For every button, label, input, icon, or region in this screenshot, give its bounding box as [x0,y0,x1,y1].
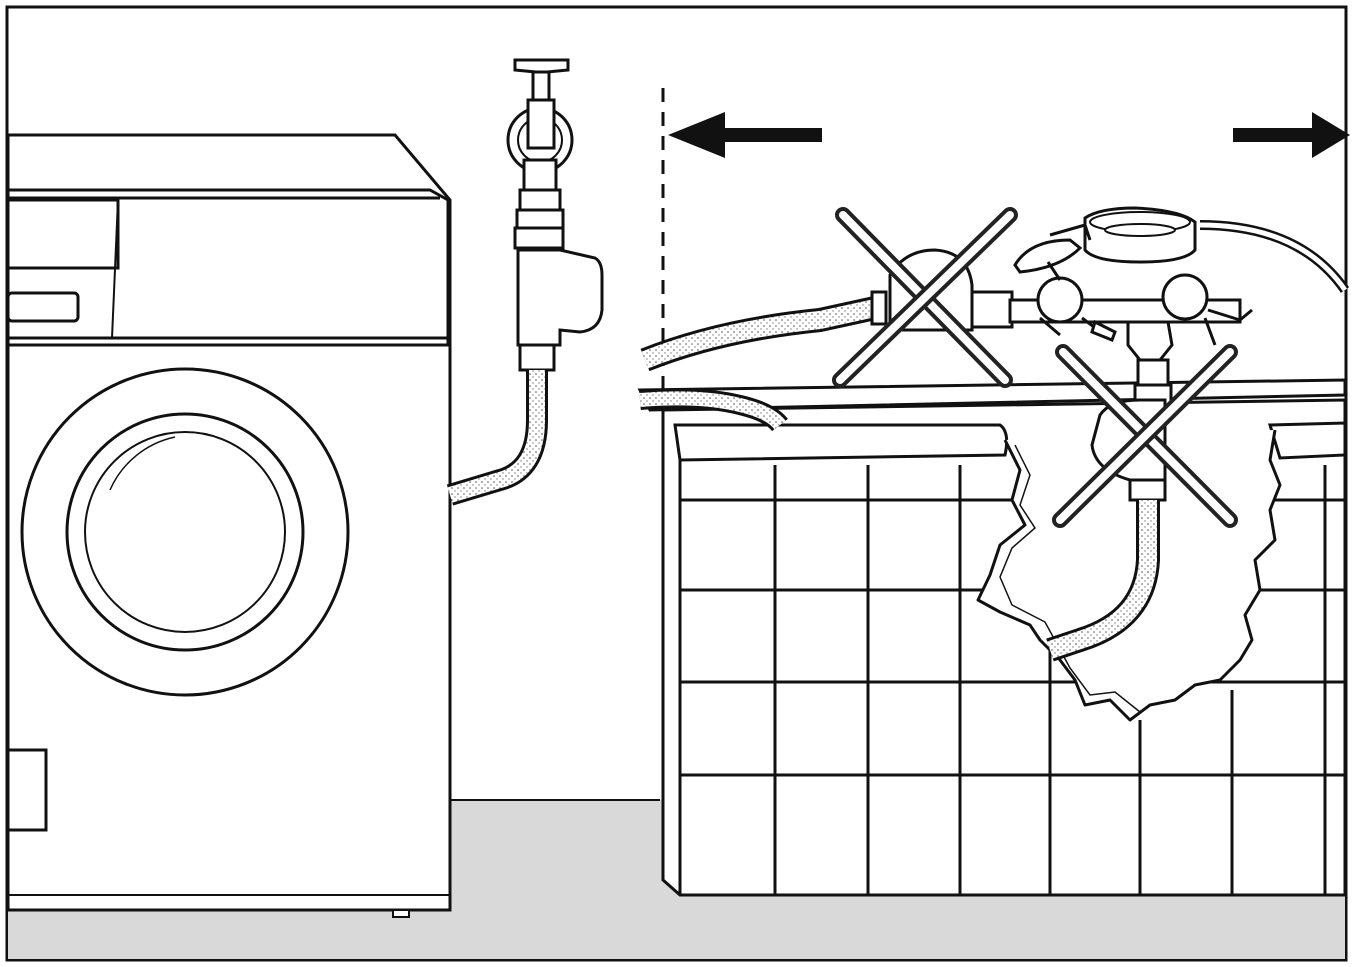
cross-mark-icon [832,207,1018,388]
shower-hose-inner [1199,222,1348,292]
bathtub-ledge [673,421,1347,462]
bath-mixer-tap [1008,206,1253,409]
cross-mark-icon [1052,344,1238,528]
wall-tap [506,58,574,250]
water-stop-valve [516,248,604,372]
inner-hose [1046,500,1160,662]
broken-wall-edge [999,444,1141,713]
washing-machine [6,133,452,918]
bath-hose [639,296,878,432]
inlet-hose [446,370,548,506]
arrow-left-icon [668,112,822,158]
arrow-right-icon [1233,112,1350,158]
